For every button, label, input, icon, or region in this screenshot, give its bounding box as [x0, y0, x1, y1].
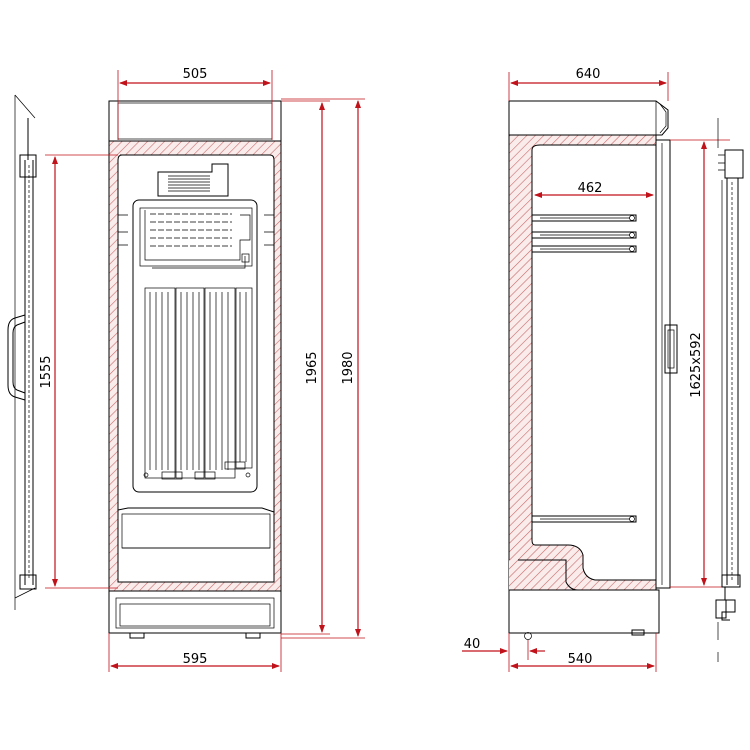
evaporator-coil-top — [144, 210, 251, 269]
dim-cabinet-height: 1965 — [305, 351, 320, 384]
evaporator-coil-bottom — [143, 287, 253, 480]
dim-inner-depth: 462 — [578, 181, 603, 196]
dim-overall-height: 1980 — [341, 351, 356, 384]
dim-overall-depth: 640 — [576, 67, 601, 82]
vent-grille — [168, 175, 210, 192]
door-profile-right — [715, 118, 744, 662]
side-dimensions: 640 462 1625x592 40 540 — [462, 67, 730, 672]
door-profile-left — [7, 94, 37, 610]
side-view — [508, 100, 678, 640]
side-inner-cavity — [531, 144, 657, 581]
side-glass-door — [655, 139, 671, 589]
dim-base-depth: 540 — [568, 652, 593, 667]
side-handle — [664, 324, 678, 374]
dim-overall-width: 595 — [183, 652, 208, 667]
dim-foot-offset: 40 — [464, 637, 481, 652]
dim-inner-width: 505 — [183, 67, 208, 82]
front-view — [108, 100, 282, 639]
front-inner-cavity — [117, 154, 275, 583]
dim-door-size: 1625x592 — [689, 332, 704, 398]
front-dimensions: 505 1555 1965 1980 595 — [39, 67, 365, 672]
side-shelves — [531, 214, 637, 523]
dim-door-height: 1555 — [39, 355, 54, 388]
evaporator-panel — [132, 199, 258, 493]
